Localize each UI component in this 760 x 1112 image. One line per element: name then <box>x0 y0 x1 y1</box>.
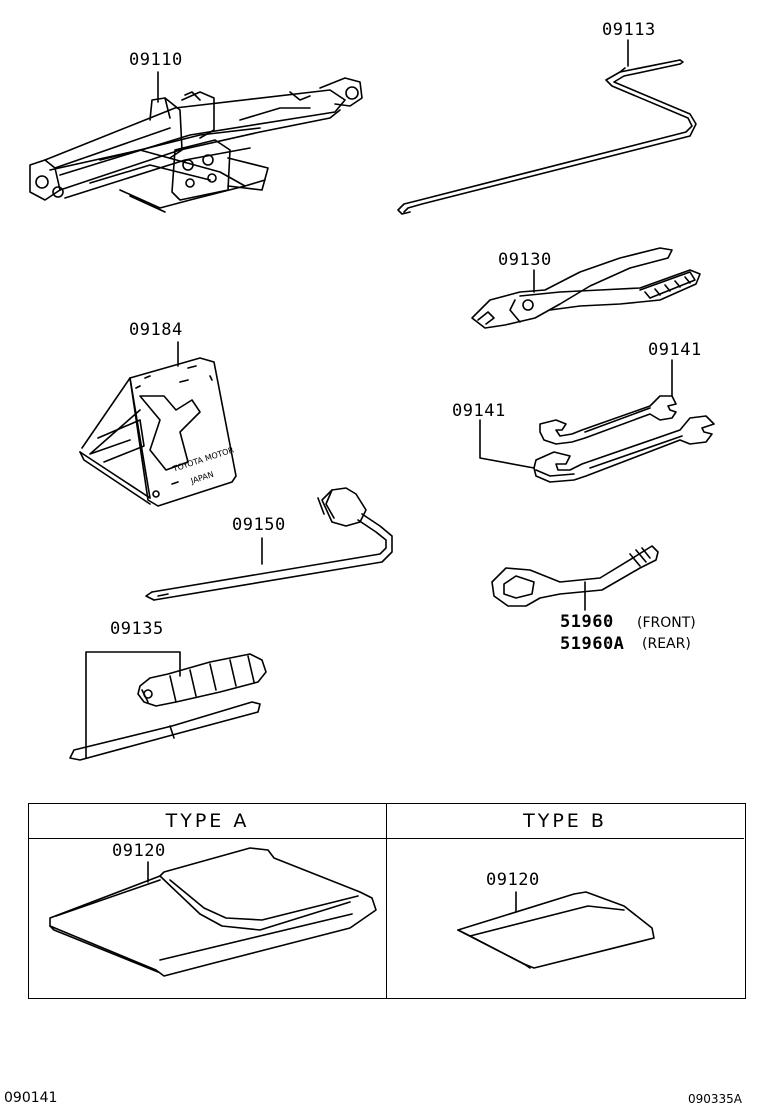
tool-bag-type-b-drawing <box>457 891 655 969</box>
wrench-large-drawing <box>533 415 715 483</box>
part-number-jack-handle: 09113 <box>602 20 656 40</box>
type-b-header: TYPE B <box>386 804 744 839</box>
part-number-wheel-nut-wrench: 09150 <box>232 515 286 535</box>
part-number-jack: 09110 <box>129 50 183 70</box>
wheel-nut-wrench-drawing <box>145 487 393 601</box>
pliers-drawing <box>471 247 701 329</box>
screwdriver-drawing <box>69 653 267 761</box>
jack-handle-drawing <box>397 59 697 215</box>
type-a-header: TYPE A <box>29 804 386 839</box>
type-table-divider <box>386 804 387 998</box>
part-number-tool-bag-a: 09120 <box>112 841 166 861</box>
towing-eye-drawing <box>491 545 659 607</box>
part-number-towing-eye-rear: 51960A <box>560 634 625 654</box>
footer-left-code: 090141 <box>4 1090 58 1106</box>
scissor-jack-drawing <box>29 77 363 213</box>
leader-wrench-large <box>479 419 535 469</box>
part-number-tool-bag-b: 09120 <box>486 870 540 890</box>
leader-screwdriver <box>85 651 181 759</box>
wrench-small-drawing <box>539 395 677 445</box>
part-number-towing-eye-front: 51960 <box>560 612 614 632</box>
type-table: TYPE A TYPE B <box>28 803 746 999</box>
part-number-wrench-small: 09141 <box>648 340 702 360</box>
part-number-wrench-large: 09141 <box>452 401 506 421</box>
part-number-screwdriver: 09135 <box>110 619 164 639</box>
part-number-pliers: 09130 <box>498 250 552 270</box>
note-rear: (REAR) <box>642 636 691 652</box>
wheel-chock-drawing <box>79 357 237 507</box>
part-number-wheel-chock: 09184 <box>129 320 183 340</box>
tool-bag-type-a-drawing <box>49 847 377 977</box>
note-front: (FRONT) <box>637 615 696 631</box>
footer-right-code: 090335A <box>688 1092 743 1106</box>
